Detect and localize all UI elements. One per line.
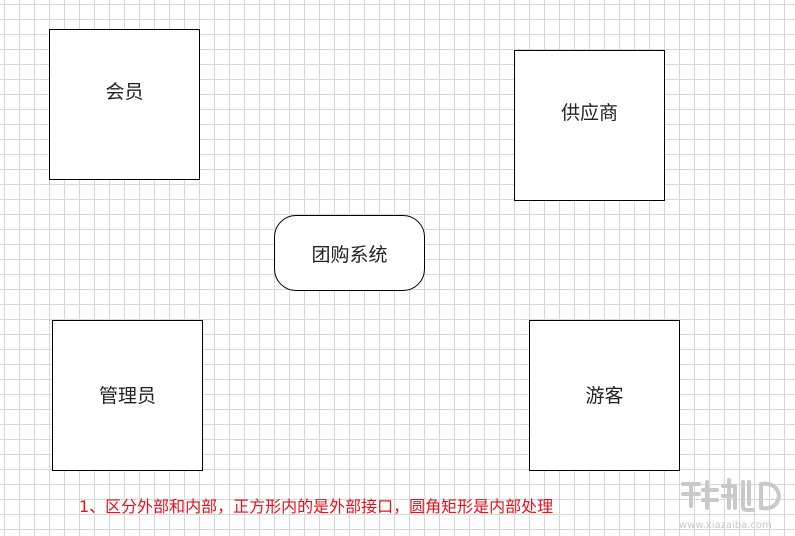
external-interface-supplier: 供应商 bbox=[514, 50, 665, 201]
external-interface-member: 会员 bbox=[49, 29, 200, 180]
system-label: 团购系统 bbox=[311, 243, 388, 266]
admin-label: 管理员 bbox=[98, 385, 156, 407]
watermark-site-text: www.xiazaiba.com bbox=[679, 520, 772, 531]
site-watermark-logo: www.xiazaiba.com bbox=[679, 478, 781, 531]
member-label: 会员 bbox=[105, 81, 144, 103]
external-interface-guest: 游客 bbox=[529, 320, 680, 471]
legend-note: 1、区分外部和内部，正方形内的是外部接口，圆角矩形是内部处理 bbox=[79, 497, 554, 516]
guest-label: 游客 bbox=[585, 385, 624, 407]
external-interface-admin: 管理员 bbox=[52, 320, 203, 471]
supplier-label: 供应商 bbox=[560, 102, 618, 124]
internal-process-group-buying-system: 团购系统 bbox=[274, 215, 425, 291]
